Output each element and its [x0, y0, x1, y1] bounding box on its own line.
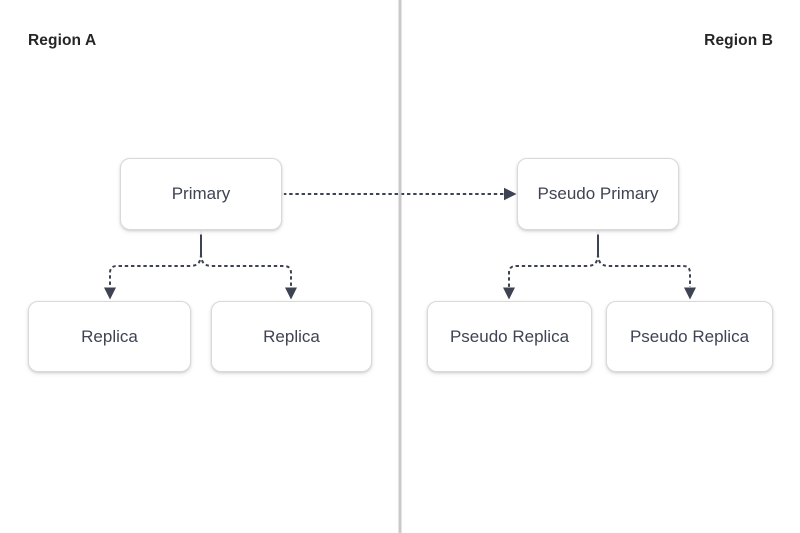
node-pseudo-primary-label: Pseudo Primary [537, 184, 659, 203]
node-replica-1-label: Replica [81, 326, 138, 346]
arrowhead-down-icon [104, 287, 116, 300]
node-primary: Primary [120, 158, 282, 230]
arrowhead-down-icon [285, 287, 297, 300]
arrowhead-down-icon [684, 287, 696, 300]
node-replica-2: Replica [211, 301, 372, 372]
edge-primary-to-replica-1 [109, 253, 202, 287]
node-pseudo-replica-2-label: Pseudo Replica [629, 326, 750, 346]
region-a-label: Region A [28, 32, 97, 49]
node-pseudo-replica-1-label: Pseudo Replica [449, 326, 570, 346]
connector-dot [596, 231, 600, 235]
edge-pseudo-primary-to-pseudo-replica-1 [508, 253, 599, 287]
node-replica-2-label: Replica [263, 326, 320, 346]
node-pseudo-primary: Pseudo Primary [517, 158, 679, 230]
arrowhead-right-icon [504, 187, 517, 201]
region-b-label: Region B [704, 32, 773, 49]
node-pseudo-replica-1: Pseudo Replica [427, 301, 592, 372]
node-primary-label: Primary [171, 184, 231, 203]
arrowhead-down-icon [503, 287, 515, 300]
node-pseudo-replica-2: Pseudo Replica [606, 301, 773, 372]
connector-dot [199, 231, 203, 235]
node-replica-1: Replica [28, 301, 191, 372]
edge-pseudo-primary-to-pseudo-replica-2 [597, 253, 691, 287]
edge-primary-to-replica-2 [200, 253, 292, 287]
